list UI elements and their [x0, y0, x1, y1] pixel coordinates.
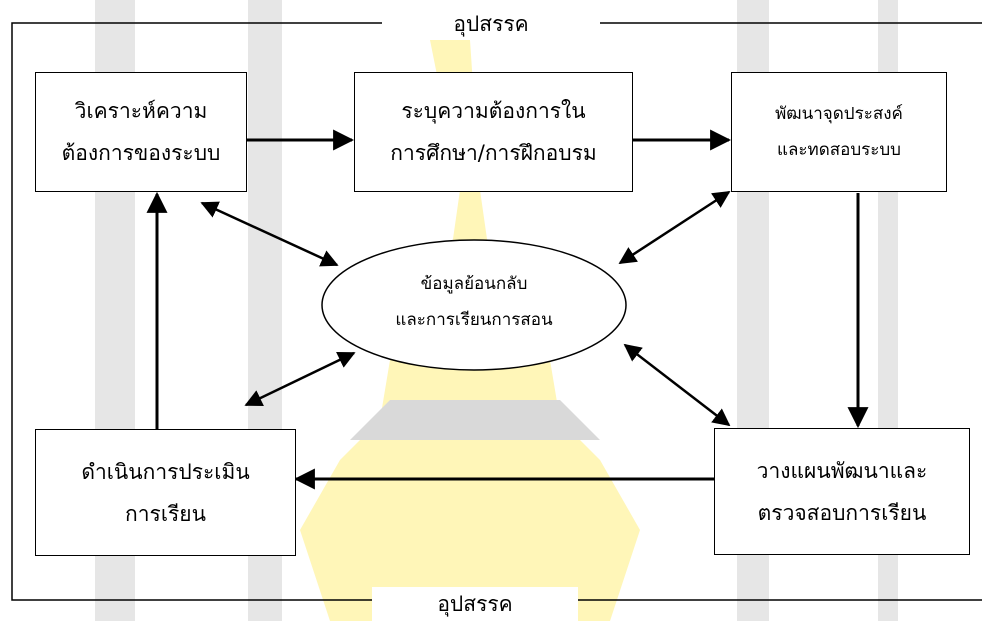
arrow-plan-center	[623, 343, 731, 427]
center-line1: ข้อมูลย้อนกลับ	[420, 274, 528, 294]
box-analyze-line1: วิเคราะห์ความ	[74, 99, 208, 123]
box-evaluate-line1: ดำเนินการประเมิน	[81, 459, 250, 484]
box-develop-line2: และทดสอบระบบ	[777, 140, 901, 160]
center-line2: และการเรียนการสอน	[395, 310, 553, 330]
arrow-develop-center	[618, 190, 731, 265]
box-plan-line1: วางแผนพัฒนาและ	[756, 458, 928, 483]
box-plan-development: วางแผนพัฒนาและ ตรวจสอบการเรียน	[714, 428, 970, 555]
center-ellipse	[321, 239, 627, 371]
box-identify-training-needs: ระบุความต้องการใน การศึกษา/การฝึกอบรม	[354, 72, 633, 192]
box-identify-line2: การศึกษา/การฝึกอบรม	[390, 141, 597, 165]
box-plan-line2: ตรวจสอบการเรียน	[757, 500, 927, 525]
arrow-analyze-center	[200, 201, 339, 267]
frame-label-bottom: อุปสรรค	[372, 587, 578, 621]
box-analyze-system-needs: วิเคราะห์ความ ต้องการของระบบ	[35, 72, 247, 192]
box-evaluate-learning: ดำเนินการประเมิน การเรียน	[35, 429, 296, 556]
box-analyze-line2: ต้องการของระบบ	[61, 141, 221, 165]
arrow-evaluate-center	[244, 351, 356, 407]
box-identify-line1: ระบุความต้องการใน	[401, 99, 586, 123]
frame-right-segment	[578, 22, 982, 601]
watermark-vase-band	[350, 400, 600, 440]
box-evaluate-line2: การเรียน	[125, 501, 206, 526]
frame-label-top: อุปสรรค	[382, 8, 600, 40]
frame-left-segment	[11, 22, 382, 601]
box-develop-objectives: พัฒนาจุดประสงค์ และทดสอบระบบ	[731, 72, 947, 192]
center-ellipse-text: ข้อมูลย้อนกลับ และการเรียนการสอน	[330, 266, 618, 338]
box-develop-line1: พัฒนาจุดประสงค์	[775, 104, 903, 124]
